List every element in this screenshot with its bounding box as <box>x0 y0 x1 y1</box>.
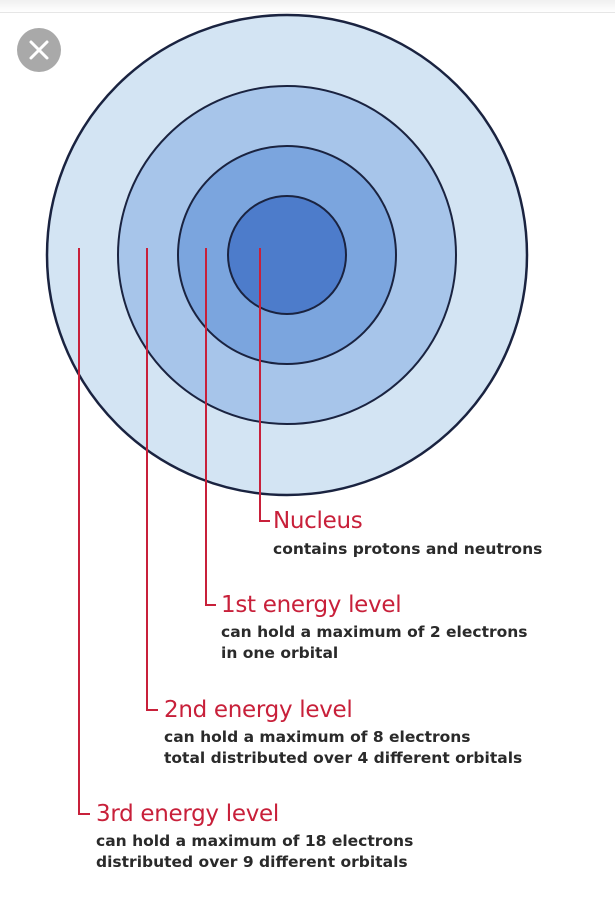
level3-description-line-2: distributed over 9 different orbitals <box>96 853 408 871</box>
level2-leader-line <box>146 248 158 711</box>
level2-label: 2nd energy level can hold a maximum of 8… <box>164 697 522 769</box>
level3-title: 3rd energy level <box>96 801 279 827</box>
nucleus-label: Nucleus contains protons and neutrons <box>273 508 542 560</box>
level2-description-line-1: can hold a maximum of 8 electrons <box>164 728 471 746</box>
level1-title: 1st energy level <box>221 592 402 618</box>
level3-leader-line <box>78 248 90 815</box>
level2-title: 2nd energy level <box>164 697 353 723</box>
level2-description-line-2: total distributed over 4 different orbit… <box>164 749 523 767</box>
nucleus-leader-line <box>259 248 270 522</box>
level1-label: 1st energy level can hold a maximum of 2… <box>221 592 528 664</box>
level1-description-line-1: can hold a maximum of 2 electrons <box>221 623 528 641</box>
close-icon <box>29 40 49 60</box>
level1-leader-line <box>205 248 216 606</box>
level1-description-line-2: in one orbital <box>221 644 339 662</box>
close-button[interactable] <box>17 28 61 72</box>
nucleus-circle <box>227 195 347 315</box>
nucleus-title: Nucleus <box>273 508 363 534</box>
top-bar <box>0 0 615 13</box>
nucleus-description: contains protons and neutrons <box>273 540 543 558</box>
level3-description-line-1: can hold a maximum of 18 electrons <box>96 832 414 850</box>
level3-label: 3rd energy level can hold a maximum of 1… <box>96 801 413 873</box>
